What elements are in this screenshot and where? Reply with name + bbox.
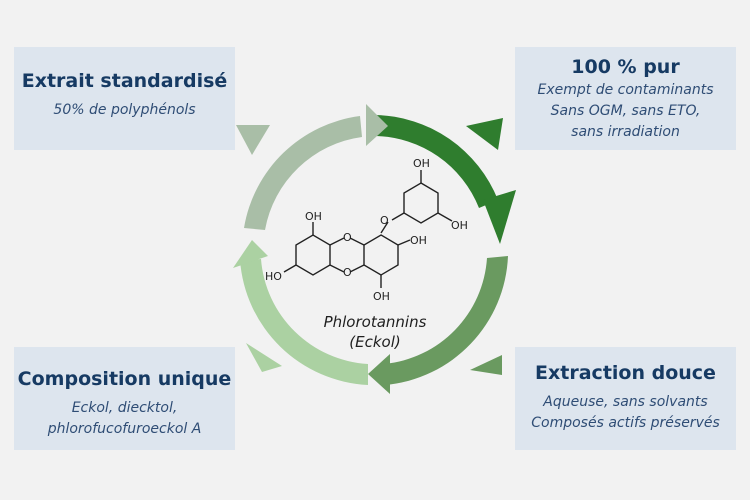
molecule-subname: (Eckol)	[349, 333, 401, 351]
atom-oh-bottom: OH	[373, 290, 390, 303]
arc-top-right	[375, 115, 498, 208]
atom-oh-left-top: OH	[305, 210, 322, 223]
feature-box-pure: 100 % pur Exempt de contaminants Sans OG…	[515, 47, 736, 150]
molecule-atom-labels: OH OH O OH OH O O OH HO	[265, 157, 468, 303]
box-line: Exempt de contaminants	[537, 82, 714, 98]
outer-arrowhead-top-left	[236, 125, 270, 155]
arc-bottom-right	[384, 256, 508, 385]
arrowhead-top-right	[483, 190, 516, 244]
atom-o-ring-bottom: O	[343, 266, 352, 279]
box-title: Extraction douce	[535, 362, 716, 384]
box-title: Composition unique	[17, 368, 232, 390]
atom-o-link: O	[380, 214, 389, 227]
feature-box-unique-composition: Composition unique Eckol, diecktol, phlo…	[14, 347, 235, 450]
box-line: Composés actifs préservés	[531, 415, 720, 431]
box-line: Sans OGM, sans ETO,	[550, 103, 701, 119]
feature-box-gentle-extraction: Extraction douce Aqueuse, sans solvants …	[515, 347, 736, 450]
box-line: Eckol, diecktol,	[71, 400, 178, 416]
atom-ho-left: HO	[265, 270, 282, 283]
atom-oh-mid-right: OH	[410, 234, 427, 247]
outer-arrowhead-top-right	[466, 118, 503, 150]
atom-o-ring-top: O	[343, 231, 352, 244]
molecule-name: Phlorotannins	[323, 313, 427, 331]
box-title: Extrait standardisé	[21, 70, 228, 92]
box-line: sans irradiation	[571, 124, 680, 140]
outer-arrowhead-bottom-right	[470, 355, 502, 375]
box-line: Aqueuse, sans solvants	[543, 394, 708, 410]
box-title: 100 % pur	[571, 56, 680, 78]
box-line: 50% de polyphénols	[53, 102, 196, 118]
arc-top-left	[244, 116, 362, 230]
box-line: phlorofucofuroeckol A	[47, 421, 202, 437]
arrowhead-bottom-left	[233, 240, 268, 268]
atom-oh-right: OH	[451, 219, 468, 232]
eckol-molecule	[283, 170, 453, 288]
atom-oh-top: OH	[413, 157, 430, 170]
arc-bottom-left	[240, 259, 368, 385]
feature-box-standardized-extract: Extrait standardisé 50% de polyphénols	[14, 47, 235, 150]
outer-arrowhead-bottom-left	[246, 343, 282, 372]
arrowhead-bottom-right	[368, 354, 390, 394]
arrowhead-top-left	[366, 104, 388, 146]
